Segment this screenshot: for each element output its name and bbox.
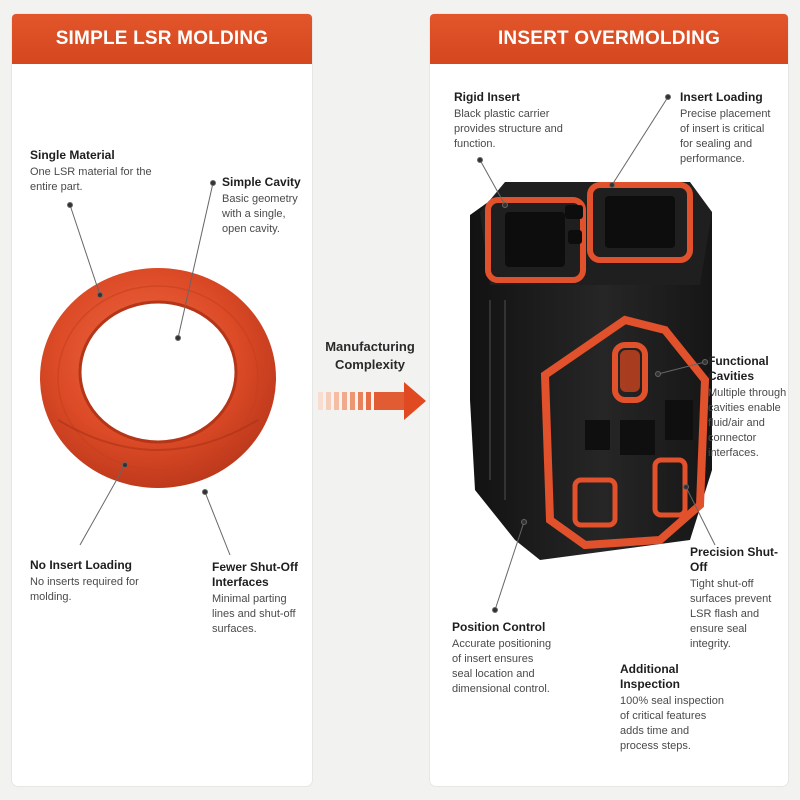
callout-desc: Accurate positioning of insert ensures s… [452,638,552,695]
overmolded-insert-part [470,182,712,560]
lsr-seal-ring [40,268,276,488]
callout-title: Insert Loading [680,90,763,104]
callout-fewer-shutoff-interfaces: Fewer Shut-Off Interfaces Minimal partin… [212,560,308,637]
callout-title: Precision Shut-Off [690,545,779,574]
callout-precision-shutoff: Precision Shut-Off Tight shut-off surfac… [690,545,790,652]
callout-title: Fewer Shut-Off Interfaces [212,560,298,589]
callout-title: Functional Cavities [708,354,769,383]
callout-title: Position Control [452,620,546,634]
callout-desc: No inserts required for molding. [30,576,139,603]
right-banner: INSERT OVERMOLDING [430,14,788,64]
callout-desc: One LSR material for the entire part. [30,166,152,193]
callout-insert-loading: Insert Loading Precise placement of inse… [680,90,780,167]
callout-rigid-insert: Rigid Insert Black plastic carrier provi… [454,90,564,152]
callout-desc: Minimal parting lines and shut-off surfa… [212,593,296,635]
callout-title: Additional Inspection [620,662,681,691]
callout-position-control: Position Control Accurate positioning of… [452,620,552,697]
callout-desc: Precise placement of insert is critical … [680,108,771,165]
callout-desc: 100% seal inspection of critical feature… [620,695,724,752]
callout-desc: Basic geometry with a single, open cavit… [222,193,298,235]
callout-desc: Black plastic carrier provides structure… [454,108,563,150]
callout-additional-inspection: Additional Inspection 100% seal inspecti… [620,662,730,754]
left-leaders [67,180,231,556]
right-leaders [477,94,716,613]
callout-functional-cavities: Functional Cavities Multiple through cav… [708,354,790,461]
callout-simple-cavity: Simple Cavity Basic geometry with a sing… [222,175,308,237]
callout-single-material: Single Material One LSR material for the… [30,148,170,195]
callout-no-insert-loading: No Insert Loading No inserts required fo… [30,558,150,605]
complexity-arrow [318,382,426,420]
callout-title: Simple Cavity [222,175,301,189]
callout-desc: Tight shut-off surfaces prevent LSR flas… [690,578,772,650]
callout-title: Rigid Insert [454,90,521,104]
callout-title: Single Material [30,148,115,162]
callout-title: No Insert Loading [30,558,132,572]
callout-desc: Multiple through cavities enable fluid/a… [708,387,787,459]
left-banner: SIMPLE LSR MOLDING [12,14,312,64]
manufacturing-complexity-label: Manufacturing Complexity [325,339,415,372]
